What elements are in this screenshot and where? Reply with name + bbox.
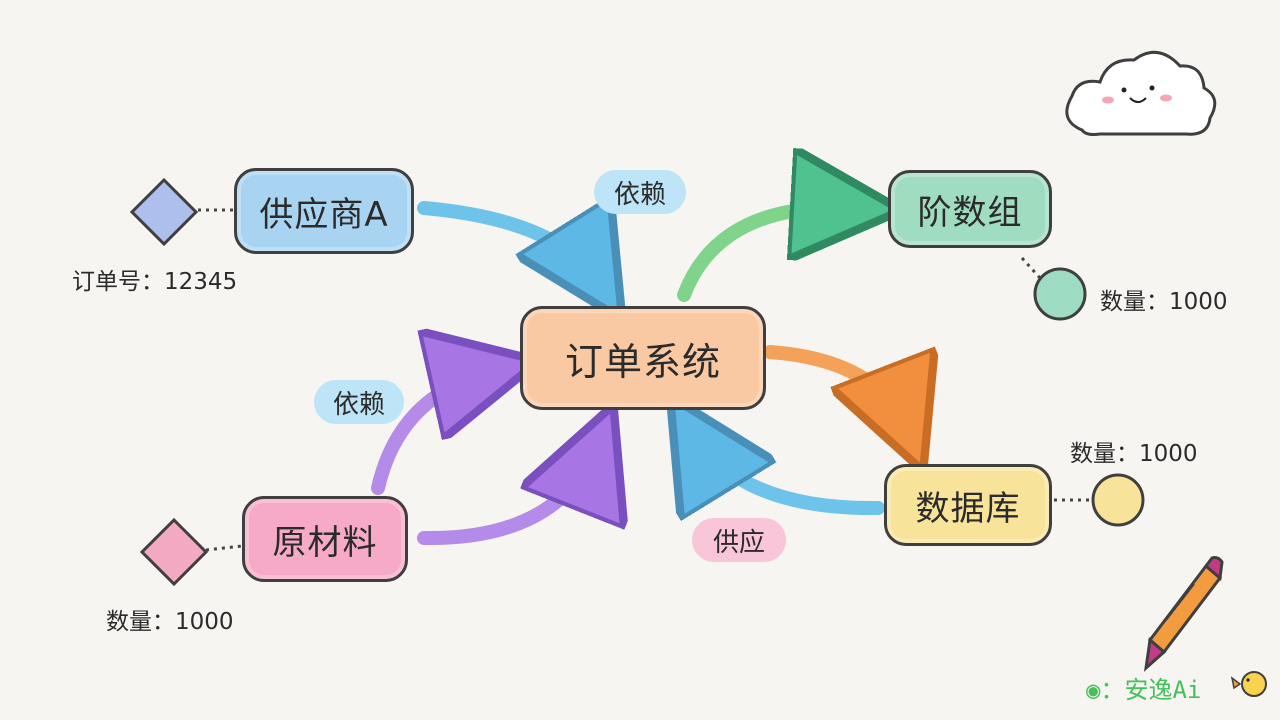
arrow-materials-to-center-lower [417, 444, 598, 546]
chick-icon [1230, 671, 1267, 697]
annotation-qty-materials: 数量：1000 [106, 609, 234, 635]
node-supplier-label: 供应商A [259, 194, 389, 235]
arrow-center-to-topright [677, 207, 860, 302]
watermark: ◉：安逸Ai [1086, 670, 1201, 705]
node-supplier[interactable]: 供应商A [234, 168, 414, 254]
arrow-center-to-database [763, 345, 908, 432]
circle-database-icon [1091, 473, 1145, 527]
node-materials-label: 原材料 [272, 522, 378, 563]
node-materials[interactable]: 原材料 [242, 496, 408, 582]
diamond-materials-icon [139, 517, 209, 587]
node-center-label: 订单系统 [564, 339, 721, 384]
arrow-supplier-to-center [417, 208, 600, 284]
arrow-database-to-center [692, 432, 885, 508]
node-topright-label: 阶数组 [917, 192, 1023, 233]
watermark-text: ：安逸Ai [1100, 676, 1202, 704]
dotted-connector-topright [1020, 256, 1042, 280]
node-database[interactable]: 数据库 [884, 464, 1052, 546]
annotation-order-no: 订单号：12345 [72, 269, 238, 295]
arrow-materials-to-center-upper [371, 370, 498, 495]
annotation-qty-database: 数量：1000 [1070, 441, 1198, 467]
dotted-connector-materials [205, 544, 243, 552]
relation-label-bottom: 供应 [692, 518, 786, 562]
relation-label-left: 依赖 [314, 380, 404, 424]
node-topright[interactable]: 阶数组 [888, 170, 1052, 248]
annotation-qty-topright: 数量：1000 [1100, 289, 1228, 315]
wechat-icon: ◉ [1086, 676, 1101, 704]
node-center[interactable]: 订单系统 [520, 306, 766, 410]
node-database-label: 数据库 [915, 488, 1021, 529]
diamond-order-icon [129, 177, 199, 247]
crayon-icon [1143, 556, 1224, 672]
relation-label-top: 依赖 [594, 170, 686, 214]
circle-topright-icon [1033, 267, 1087, 321]
cloud-icon [1065, 50, 1217, 136]
